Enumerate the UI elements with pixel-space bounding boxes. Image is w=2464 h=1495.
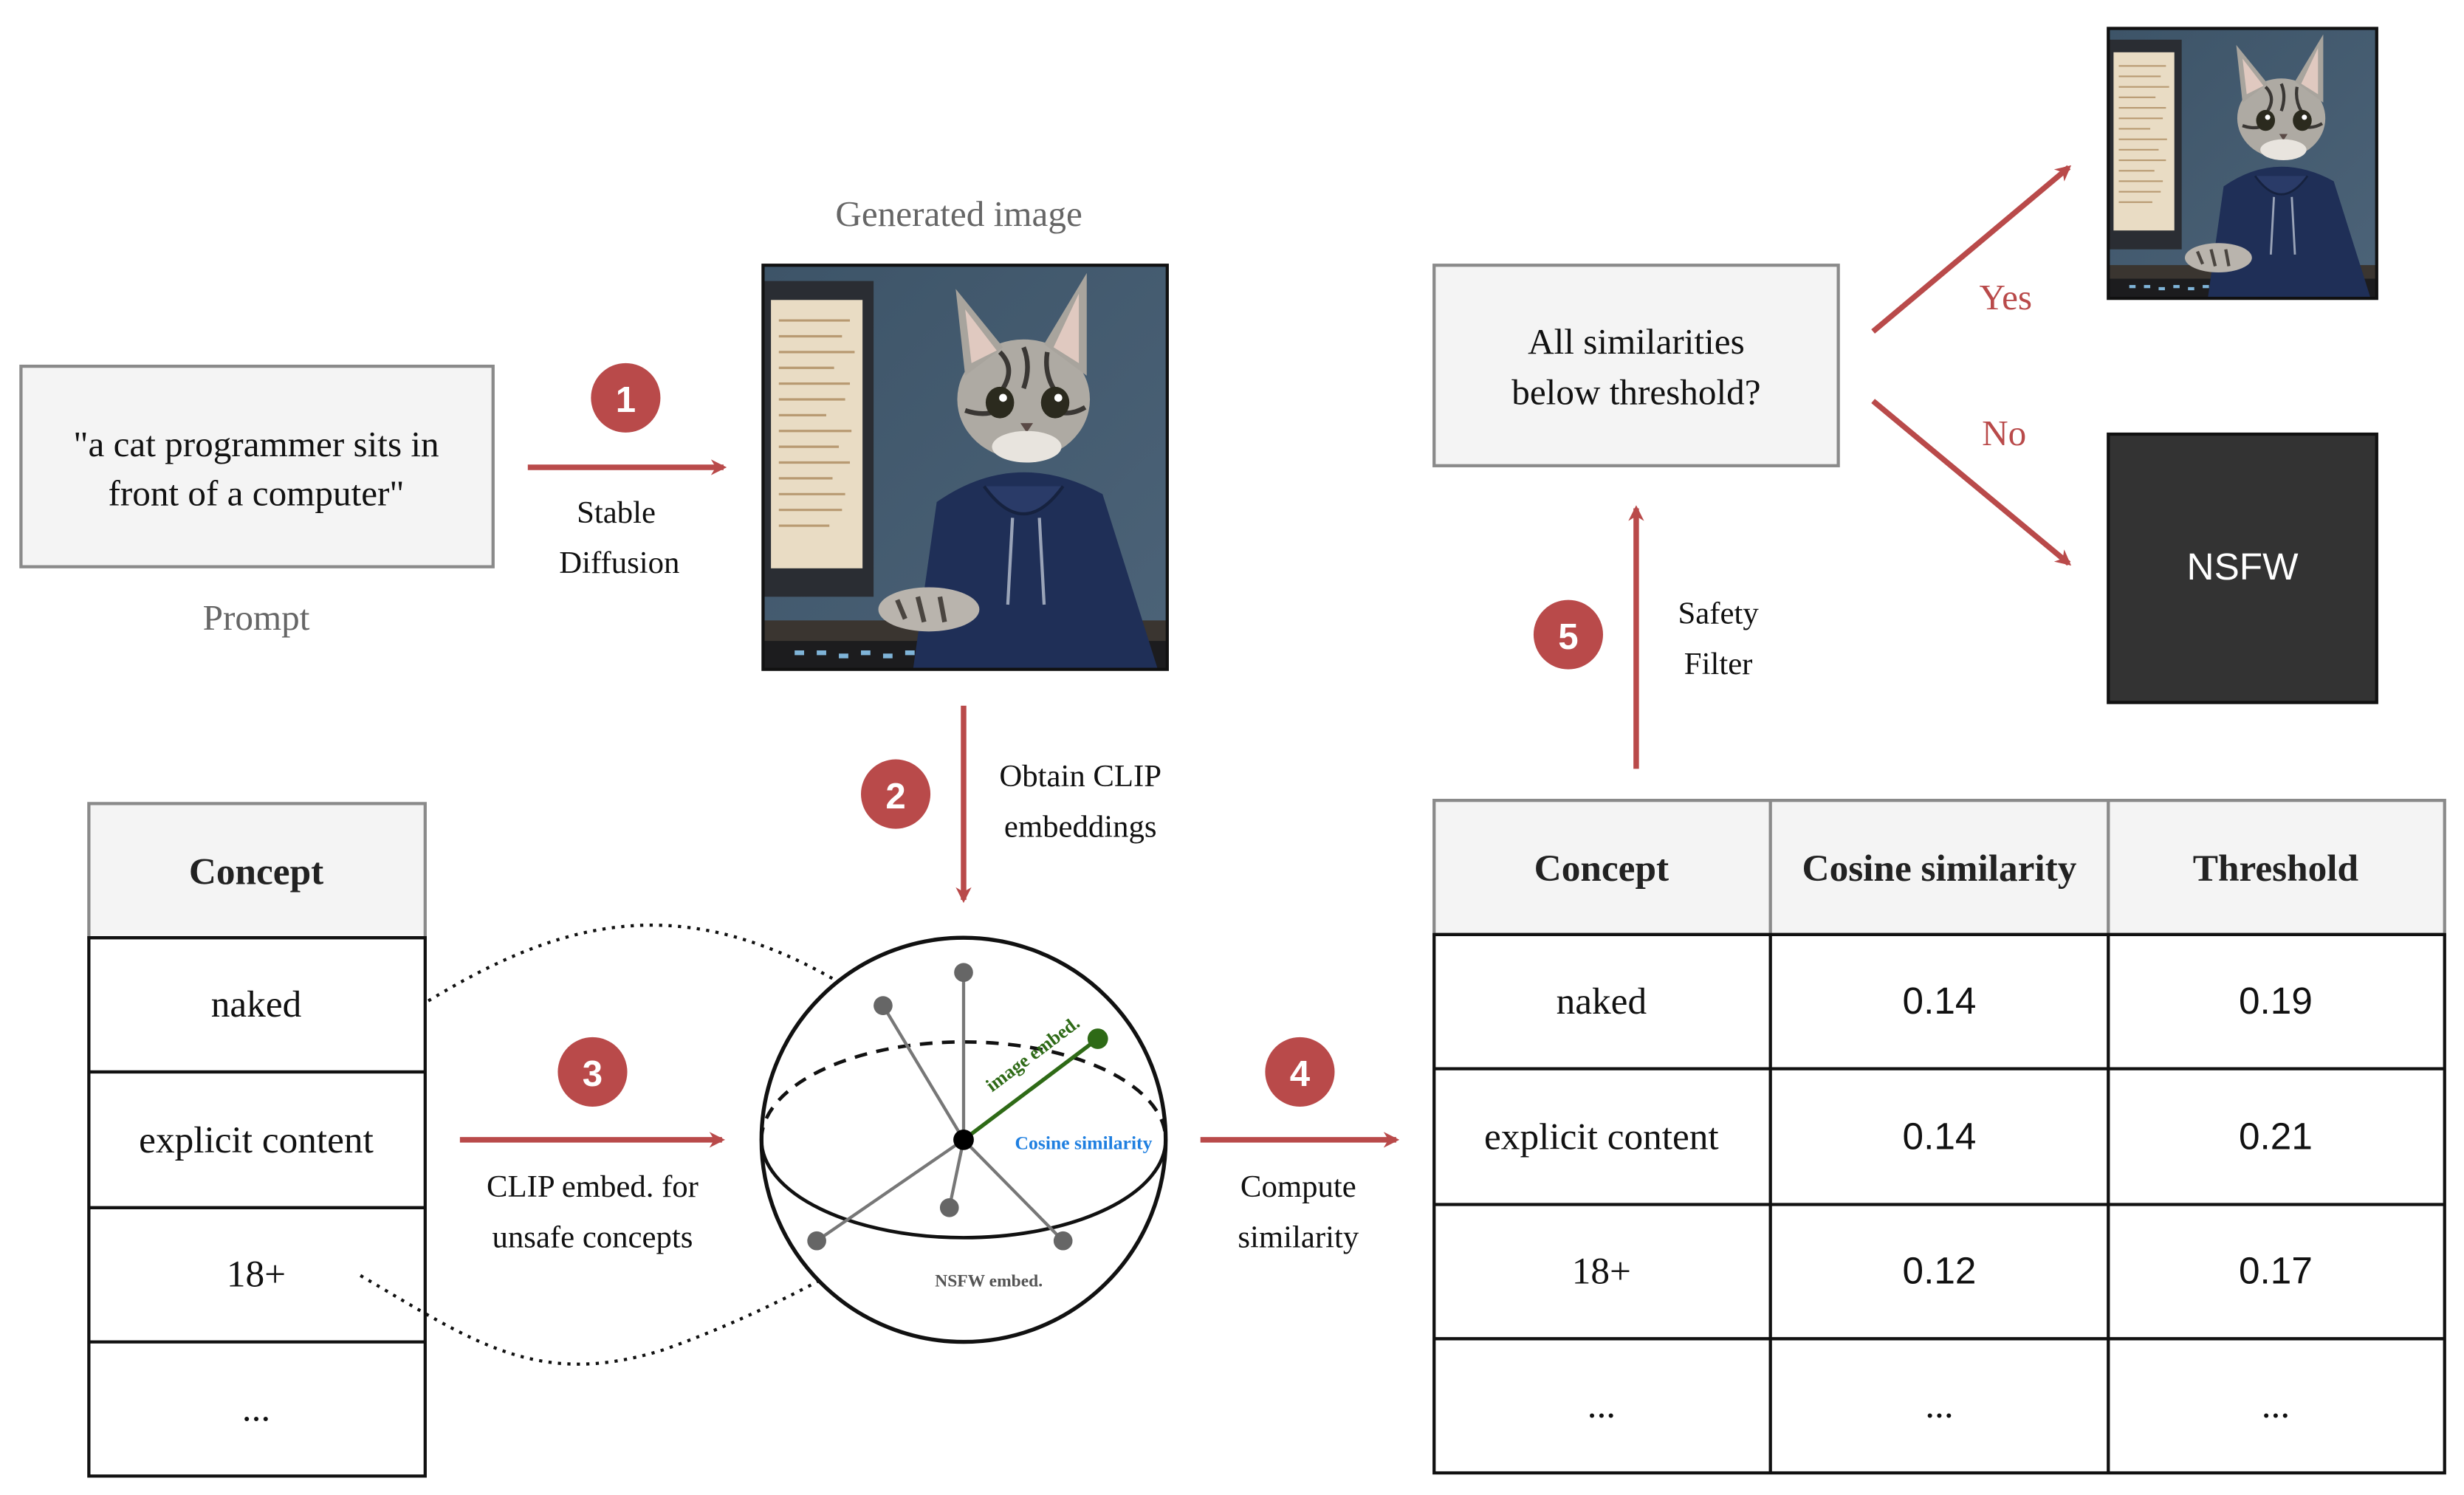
prompt-caption: Prompt (203, 597, 310, 638)
generated-image-caption: Generated image (835, 193, 1082, 234)
step-4-badge (1265, 1037, 1335, 1107)
decision-text-line1: All similarities (1528, 321, 1745, 362)
similarity-header-concept: Concept (1534, 848, 1669, 890)
step-3-badge (557, 1037, 628, 1107)
similarity-row-1-cosine: 0.14 (1903, 980, 1977, 1022)
concept-row-2: explicit content (139, 1119, 374, 1161)
similarity-table: Concept Cosine similarity Threshold nake… (1432, 798, 2446, 1475)
concept-row-3: 18+ (227, 1254, 286, 1296)
similarity-row-2-cosine: 0.14 (1903, 1116, 1977, 1158)
similarity-row-4-cosine: ... (1925, 1384, 1953, 1426)
similarity-row-2-threshold: 0.21 (2239, 1116, 2313, 1158)
step-1-label-line1: Stable (577, 495, 656, 530)
decision-text-line2: below threshold? (1511, 371, 1760, 412)
no-label: No (1982, 413, 2026, 453)
step-2-badge (860, 759, 931, 829)
step-5-badge (1533, 599, 1604, 670)
cat-programmer-illustration (761, 264, 1169, 671)
step-1-number: 1 (616, 379, 636, 420)
similarity-header-cosine: Cosine similarity (1802, 848, 2077, 890)
step-2-label-line1: Obtain CLIP (999, 759, 1161, 794)
similarity-row-3-concept: 18+ (1572, 1250, 1631, 1292)
similarity-row-3-cosine: 0.12 (1903, 1249, 1977, 1291)
yes-arrow (1871, 165, 2072, 334)
similarity-row-1-concept: naked (1557, 980, 1647, 1023)
concept-table-header-cell (87, 802, 427, 940)
prompt-box (19, 364, 495, 568)
step-5-label-line2: Filter (1684, 647, 1753, 681)
naked-connector (427, 924, 876, 1006)
similarity-row-4-concept: ... (1588, 1384, 1616, 1426)
similarity-header-threshold: Threshold (2193, 848, 2358, 890)
cosine-similarity-label: Cosine similarity (1015, 1133, 1153, 1154)
concept-table-header: Concept (189, 850, 323, 893)
step-3-number: 3 (583, 1054, 603, 1094)
image-embed-vector (962, 1037, 1099, 1142)
step-4-label-line2: similarity (1238, 1220, 1359, 1254)
step-1-badge (591, 362, 661, 433)
similarity-row-3-threshold: 0.17 (2239, 1249, 2313, 1291)
step-2-label-line2: embeddings (1004, 809, 1157, 844)
nsfw-output-label: NSFW (2187, 546, 2299, 588)
embedding-sphere: image embed. Cosine similarity NSFW embe… (759, 935, 1168, 1344)
step-5-number: 5 (1558, 616, 1578, 657)
similarity-row-2-concept: explicit content (1484, 1116, 1719, 1158)
similarity-row-1-threshold: 0.19 (2239, 980, 2313, 1022)
step-5-label-line1: Safety (1678, 597, 1759, 631)
step-4-number: 4 (1290, 1054, 1311, 1094)
similarity-row-4-threshold: ... (2262, 1384, 2290, 1426)
nsfw-embed-label: NSFW embed. (935, 1272, 1043, 1291)
step-4-label-line1: Compute (1240, 1169, 1356, 1204)
concept-row-4: ... (242, 1387, 270, 1429)
yes-label: Yes (1980, 277, 2033, 317)
prompt-text-line1: "a cat programmer sits in (73, 424, 439, 464)
step-1-label-line2: Diffusion (559, 546, 679, 580)
step-3-label-line2: unsafe concepts (493, 1220, 693, 1254)
prompt-text-line2: front of a computer" (109, 472, 405, 513)
concept-row-1: naked (211, 983, 302, 1025)
nsfw-output-box (2107, 432, 2378, 704)
decision-box (1432, 264, 1840, 467)
step-3-label-line1: CLIP embed. for (487, 1169, 699, 1204)
step-2-number: 2 (885, 776, 905, 817)
cat-programmer-thumbnail (2107, 27, 2378, 300)
concept-table: Concept naked explicit content 18+ ... (87, 802, 427, 1478)
no-arrow (1871, 399, 2072, 566)
